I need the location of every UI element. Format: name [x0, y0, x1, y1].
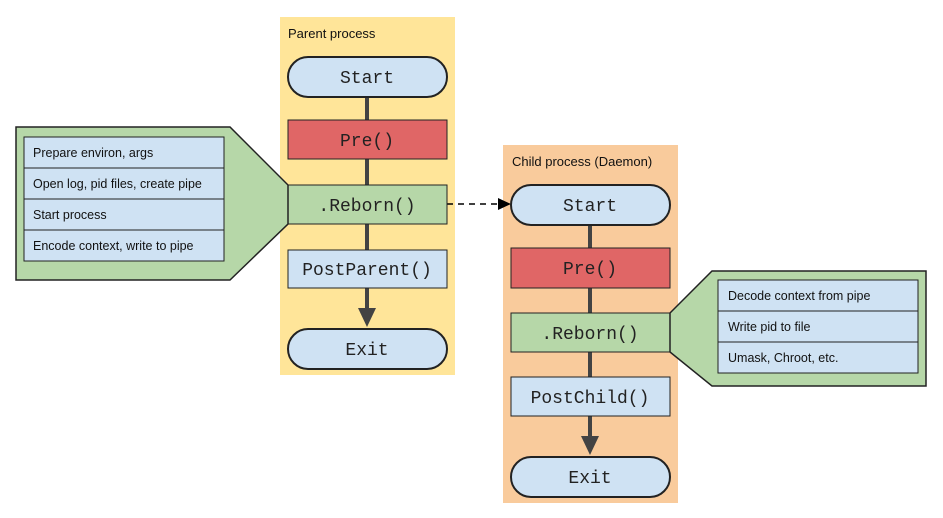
parent-note-text: Prepare environ, args	[33, 146, 153, 160]
child-pre-label: Pre()	[563, 260, 617, 280]
parent-notes-list: Prepare environ, args Open log, pid file…	[23, 136, 225, 262]
parent-post-label: PostParent()	[302, 261, 432, 281]
parent-note-text: Start process	[33, 208, 107, 222]
parent-post-shape	[287, 249, 448, 289]
child-exit-label: Exit	[568, 469, 611, 489]
child-reborn-callout: Decode context from pipe Write pid to fi…	[669, 270, 927, 387]
parent-start-shape	[287, 56, 448, 98]
parent-exit-shape	[287, 328, 448, 370]
child-connectors	[581, 225, 599, 455]
child-start-shape	[510, 184, 671, 226]
child-reborn-node: .Reborn()	[510, 312, 671, 353]
parent-note-item: Encode context, write to pipe	[23, 229, 225, 262]
child-note-item: Umask, Chroot, etc.	[717, 341, 919, 374]
parent-reborn-node: .Reborn()	[287, 184, 448, 225]
parent-pre-node: Pre()	[287, 119, 448, 160]
parent-reborn-label: .Reborn()	[318, 197, 415, 217]
parent-reborn-callout: Prepare environ, args Open log, pid file…	[15, 126, 289, 281]
child-post-node: PostChild()	[510, 376, 671, 417]
parent-note-box	[23, 198, 225, 231]
parent-note-text: Open log, pid files, create pipe	[33, 177, 202, 191]
dashed-spawn-arrowhead	[498, 198, 511, 210]
child-reborn-label: .Reborn()	[541, 325, 638, 345]
child-start-label: Start	[563, 197, 617, 217]
child-post-label: PostChild()	[531, 389, 650, 409]
child-note-item: Decode context from pipe	[717, 279, 919, 312]
child-note-box	[717, 341, 919, 374]
parent-pre-label: Pre()	[340, 132, 394, 152]
parent-start-node: Start	[287, 56, 448, 98]
child-start-node: Start	[510, 184, 671, 226]
parent-pre-shape	[287, 119, 448, 160]
parent-note-box	[23, 136, 225, 169]
parent-note-item: Open log, pid files, create pipe	[23, 167, 225, 200]
parent-reborn-shape	[287, 184, 448, 225]
child-note-box	[717, 310, 919, 343]
parent-note-text: Encode context, write to pipe	[33, 239, 194, 253]
child-notes-list: Decode context from pipe Write pid to fi…	[717, 279, 919, 374]
parent-note-box	[23, 229, 225, 262]
parent-exit-label: Exit	[345, 341, 388, 361]
parent-lane-title: Parent process	[288, 26, 376, 41]
child-exit-shape	[510, 456, 671, 498]
child-pre-shape	[510, 247, 671, 289]
child-exit-node: Exit	[510, 456, 671, 498]
child-lane-title: Child process (Daemon)	[512, 154, 652, 169]
child-note-text: Decode context from pipe	[728, 289, 870, 303]
child-note-text: Write pid to file	[728, 320, 810, 334]
child-arrowhead-exit	[581, 436, 599, 455]
parent-connectors	[358, 97, 376, 327]
parent-arrowhead-exit	[358, 308, 376, 327]
reborn-to-child-connector	[447, 198, 511, 210]
child-note-item: Write pid to file	[717, 310, 919, 343]
parent-note-item: Prepare environ, args	[23, 136, 225, 169]
child-note-text: Umask, Chroot, etc.	[728, 351, 838, 365]
child-pre-node: Pre()	[510, 247, 671, 289]
parent-note-box	[23, 167, 225, 200]
parent-exit-node: Exit	[287, 328, 448, 370]
parent-note-item: Start process	[23, 198, 225, 231]
child-post-shape	[510, 376, 671, 417]
child-note-box	[717, 279, 919, 312]
parent-start-label: Start	[340, 69, 394, 89]
parent-post-node: PostParent()	[287, 249, 448, 289]
